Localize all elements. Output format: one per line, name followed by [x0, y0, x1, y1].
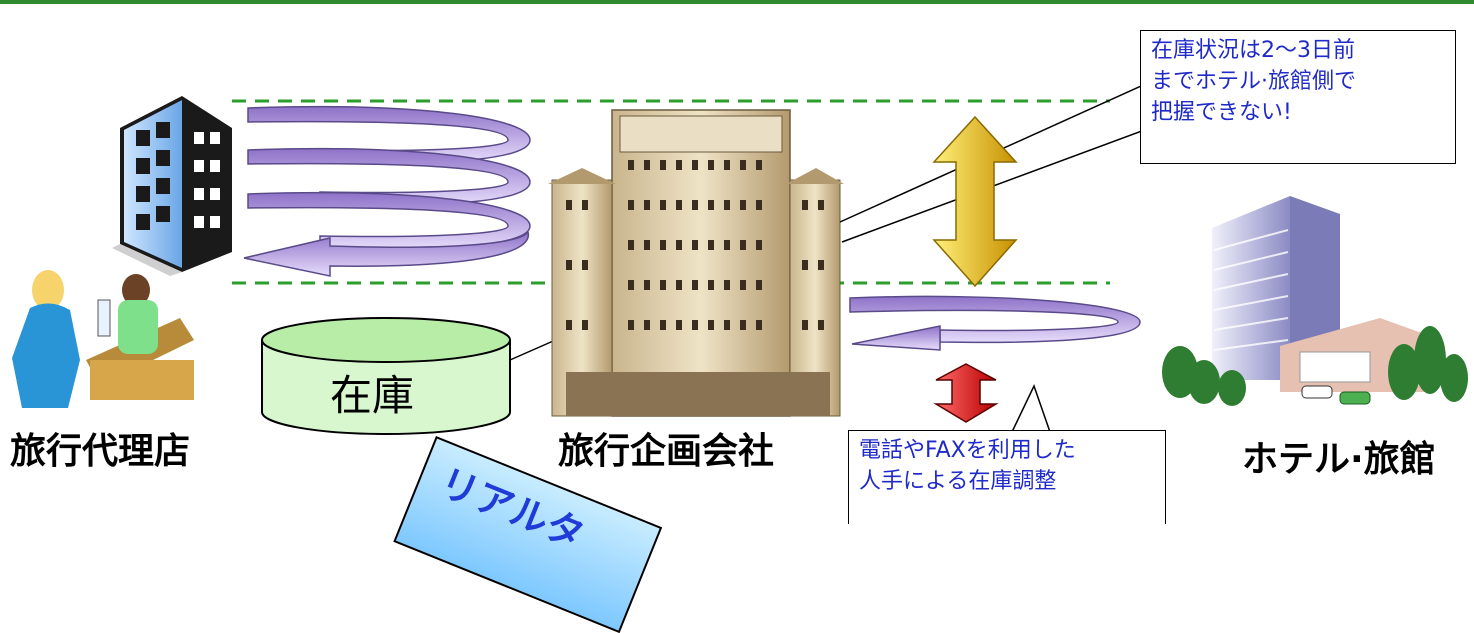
office-building-icon — [112, 96, 232, 276]
callout-line: 人手による在庫調整 — [859, 469, 1057, 494]
callout-pointer-bottom — [1010, 384, 1052, 433]
hotel-complex-icon — [1162, 196, 1468, 406]
diagram-canvas — [12, 81, 1468, 435]
callout-line: 把握できない! — [1151, 100, 1292, 125]
callout-line: 電話やFAXを利用した — [859, 438, 1076, 463]
clerks-at-counter-icon — [12, 270, 194, 408]
callout-line: 在庫状況は2～3日前 — [1151, 38, 1355, 63]
gold-double-arrow — [932, 115, 1018, 288]
callout-line: までホテル·旅館側で — [1151, 69, 1356, 94]
top-border-line — [0, 0, 1474, 4]
inventory-label: 在庫 — [330, 371, 415, 420]
tall-building-icon — [548, 109, 844, 417]
manual-adjustment-callout: 電話やFAXを利用した 人手による在庫調整 — [848, 430, 1166, 524]
inventory-visibility-callout: 在庫状況は2～3日前 までホテル·旅館側で 把握できない! — [1140, 30, 1456, 164]
left-spiral-arrows — [243, 106, 531, 277]
callout-pointer-top-b — [841, 127, 1151, 243]
travel-agency-label: 旅行代理店 — [10, 431, 191, 472]
inventory-database — [261, 317, 511, 435]
tour-planner-label: 旅行企画会社 — [558, 431, 775, 472]
red-double-arrow — [933, 363, 999, 423]
right-spiral-arrow — [849, 295, 1141, 351]
hotel-label: ホテル·旅館 — [1242, 439, 1436, 480]
